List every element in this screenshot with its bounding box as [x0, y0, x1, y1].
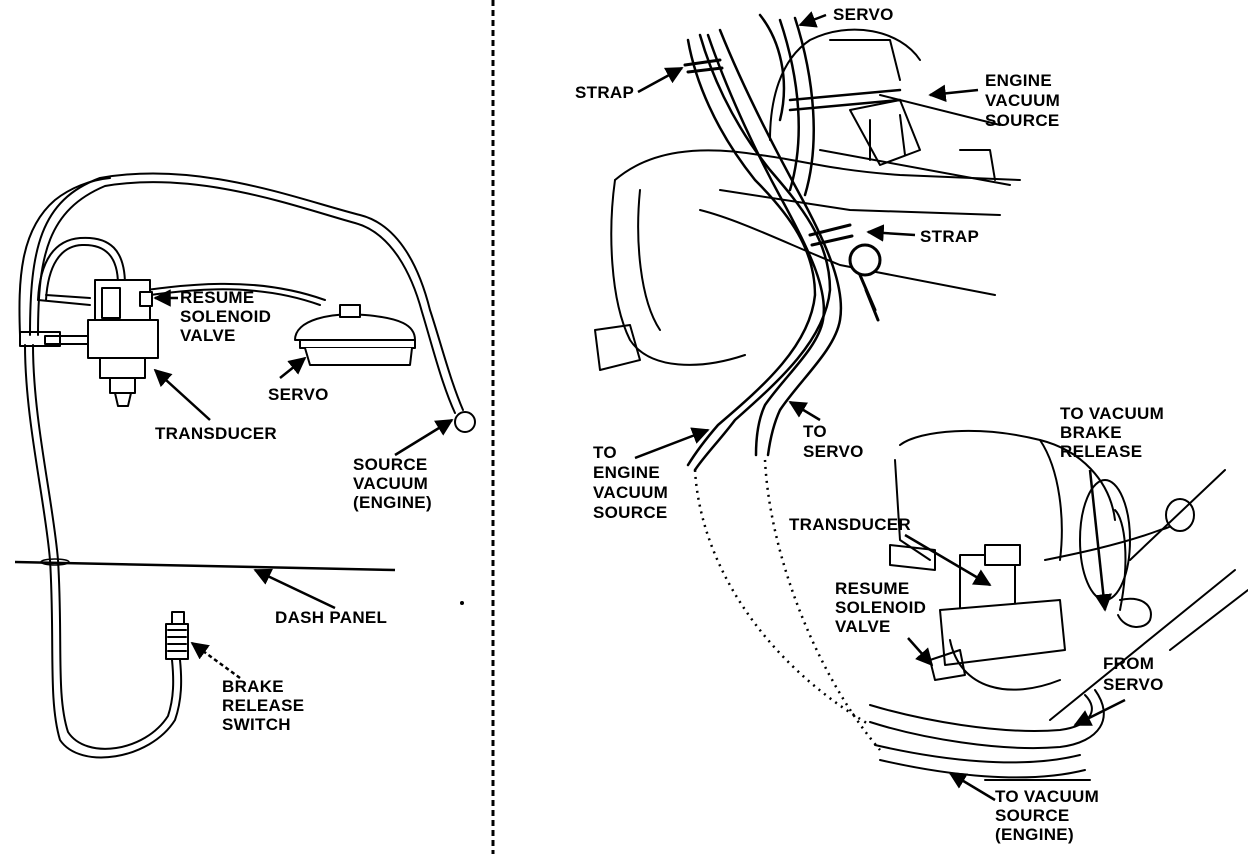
- right-to-engine-vacuum-line1: TO: [593, 443, 617, 462]
- right-to-vacuum-source-line3: (ENGINE): [995, 825, 1074, 844]
- left-source-vacuum-line2: VACUUM: [353, 474, 428, 493]
- right-to-vacuum-source-line2: SOURCE: [995, 806, 1070, 825]
- right-from-servo-line2: SERVO: [1103, 675, 1164, 694]
- right-panel-drawing: SERVO STRAP ENGINE VACUUM SOURCE STRAP T…: [575, 5, 1248, 844]
- left-resume-solenoid-line1: RESUME: [180, 288, 255, 307]
- right-engine-vacuum-line1: ENGINE: [985, 71, 1052, 90]
- right-to-engine-vacuum-line2: ENGINE: [593, 463, 660, 482]
- left-leader-arrows: [153, 289, 454, 680]
- right-to-servo-line2: SERVO: [803, 442, 864, 461]
- left-brake-release-line2: RELEASE: [222, 696, 304, 715]
- right-resume-solenoid-line1: RESUME: [835, 579, 910, 598]
- right-engine-vacuum-line2: VACUUM: [985, 91, 1060, 110]
- right-strap-lower-label: STRAP: [920, 227, 979, 246]
- left-servo: [294, 304, 416, 366]
- left-brake-release-switch: [165, 611, 189, 660]
- right-from-servo-line1: FROM: [1103, 654, 1154, 673]
- left-resume-solenoid-line3: VALVE: [180, 326, 236, 345]
- left-panel-drawing: RESUME SOLENOID VALVE SERVO TRANSDUCER S…: [14, 172, 476, 759]
- left-dash-panel: [14, 560, 396, 572]
- right-resume-solenoid-line2: SOLENOID: [835, 598, 926, 617]
- right-engine-vacuum-line3: SOURCE: [985, 111, 1060, 130]
- right-resume-solenoid-line3: VALVE: [835, 617, 891, 636]
- left-transducer: [87, 279, 159, 407]
- right-servo-top-label: SERVO: [833, 5, 894, 24]
- left-brake-release-line3: SWITCH: [222, 715, 291, 734]
- right-dotted-hoses: [693, 459, 881, 751]
- left-transducer-label: TRANSDUCER: [155, 424, 277, 443]
- right-vacuum-hoses: [686, 13, 902, 472]
- right-to-vacuum-brake-line3: RELEASE: [1060, 442, 1142, 461]
- left-brake-release-line1: BRAKE: [222, 677, 284, 696]
- left-source-vacuum-line3: (ENGINE): [353, 493, 432, 512]
- left-dash-panel-label: DASH PANEL: [275, 608, 387, 627]
- left-hoses: [18, 172, 464, 759]
- right-to-vacuum-brake-line2: BRAKE: [1060, 423, 1122, 442]
- left-resume-solenoid-line2: SOLENOID: [180, 307, 271, 326]
- right-to-engine-vacuum-line3: VACUUM: [593, 483, 668, 502]
- right-strap-upper-label: STRAP: [575, 83, 634, 102]
- right-leader-arrows: [634, 11, 1126, 802]
- right-to-servo-line1: TO: [803, 422, 827, 441]
- left-source-vacuum-line1: SOURCE: [353, 455, 428, 474]
- left-source-vacuum-fitting: [454, 411, 476, 433]
- right-to-vacuum-source-line1: TO VACUUM: [995, 787, 1099, 806]
- right-transducer-label: TRANSDUCER: [789, 515, 911, 534]
- right-straps: [683, 58, 882, 322]
- right-to-vacuum-brake-line1: TO VACUUM: [1060, 404, 1164, 423]
- right-to-engine-vacuum-line4: SOURCE: [593, 503, 668, 522]
- left-servo-label: SERVO: [268, 385, 329, 404]
- right-booster-assembly: [869, 429, 1248, 781]
